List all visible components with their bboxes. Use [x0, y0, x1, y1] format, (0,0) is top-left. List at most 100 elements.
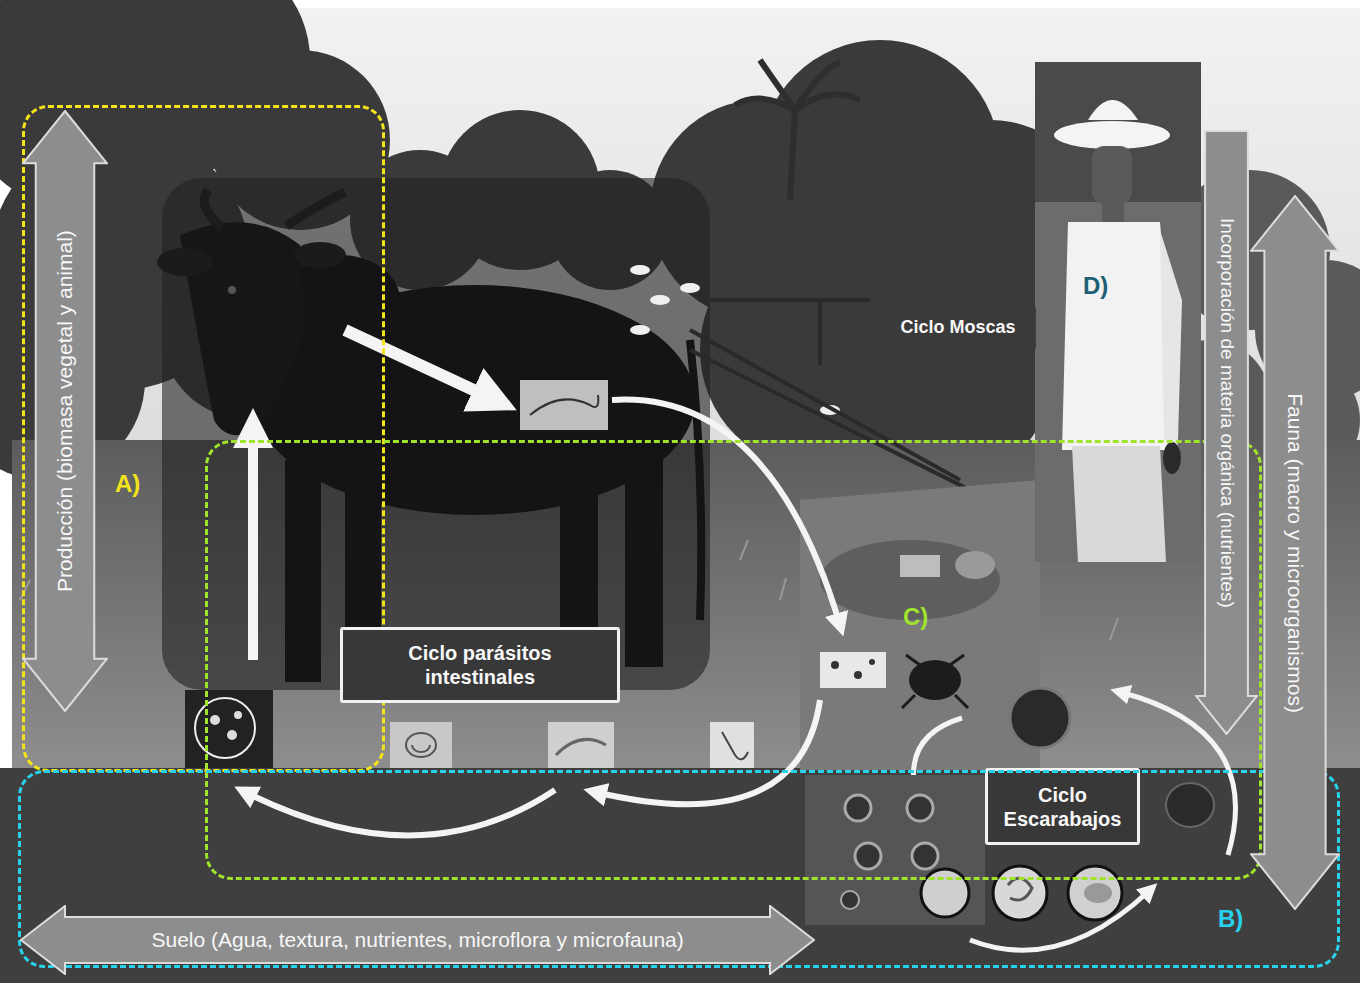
- beetles: [902, 655, 968, 708]
- callout-letter: D): [1083, 272, 1108, 300]
- region-outline: Ciclo parásitos intestinalesCiclo Escara…: [205, 440, 1262, 880]
- cow-photo: [162, 178, 710, 690]
- palm-tree: [790, 110, 795, 200]
- cycle-arrows: [345, 330, 495, 400]
- soil-arrow: Suelo (Agua, textura, nutrientes, microf…: [20, 905, 815, 975]
- parasite-thumbnails: [722, 732, 748, 759]
- beetle-eggs-larvae: [845, 795, 871, 821]
- fly-cycle-lines: [690, 350, 1000, 505]
- flies: [680, 283, 700, 293]
- beetle-eggs-larvae: [907, 795, 933, 821]
- farmer-photo: [1088, 100, 1138, 120]
- cow-photo: [625, 455, 663, 667]
- arrow-label: Suelo (Agua, textura, nutrientes, microf…: [152, 928, 684, 952]
- arrow-label: Incorporación de materia orgánica (nutri…: [1215, 218, 1237, 608]
- parasite-thumbnails: [831, 661, 839, 669]
- cycle-arrows: [245, 790, 555, 836]
- arrow-shape: [1196, 131, 1257, 734]
- cow-photo: [157, 178, 710, 690]
- parasite-thumbnails: [530, 395, 598, 415]
- parasite-thumbnails: [195, 698, 255, 758]
- beetle-eggs-larvae: [841, 891, 859, 909]
- flies: [630, 265, 650, 275]
- beetle-eggs-larvae: [993, 866, 1047, 920]
- arrow-label: Producción (biomasa vegetal y animal): [53, 230, 77, 592]
- beetle-eggs-larvae: [1084, 883, 1112, 903]
- soil-band: [0, 768, 1360, 983]
- beetle-eggs-larvae: [921, 869, 969, 917]
- cow-photo: [294, 242, 346, 268]
- farmer-photo: [1160, 230, 1182, 440]
- farmer-photo: [1072, 446, 1166, 562]
- region-letter: B): [1218, 905, 1243, 933]
- nutrient-arrow: Incorporación de materia orgánica (nutri…: [1195, 130, 1258, 735]
- soil-band: [0, 768, 1360, 983]
- fly-cycle-lines: [818, 300, 822, 365]
- parasite-thumbnails: [390, 722, 452, 768]
- parasite-thumbnails: [820, 652, 886, 688]
- palm-tree: [760, 60, 795, 110]
- dung-pat: [955, 551, 995, 579]
- dung-pat: [900, 555, 940, 577]
- cycle-arrows: [612, 400, 840, 625]
- parasite-thumbnails: [227, 730, 237, 740]
- fauna-arrow: Fauna (macro y microorganismos): [1250, 195, 1340, 910]
- cow-photo: [228, 286, 236, 294]
- region-outline: Producción (biomasa vegetal y animal) A): [22, 105, 385, 772]
- region-outline: Suelo (Agua, textura, nutrientes, microf…: [18, 770, 1340, 968]
- fly-cycle-lines: [700, 298, 870, 302]
- parasite-thumbnails: [234, 711, 242, 719]
- cow-photo: [204, 190, 222, 228]
- region-letter: C): [903, 603, 928, 631]
- cycle-box: Ciclo parásitos intestinales: [340, 627, 620, 703]
- cycle-box: Ciclo Moscas: [880, 306, 1036, 350]
- dung-pat: [800, 480, 1040, 770]
- fly-cycle-lines: [690, 330, 960, 480]
- cycle-title: Ciclo Escarabajos: [988, 783, 1137, 831]
- parasite-thumbnails: [710, 722, 754, 768]
- palm-tree: [795, 62, 840, 110]
- sky: [12, 8, 1360, 770]
- arrow-shape: [23, 111, 107, 711]
- cow-photo: [300, 400, 360, 470]
- callout-holder: D): [1083, 272, 1108, 300]
- palm-tree: [735, 60, 860, 200]
- parasite-thumbnails: [210, 715, 220, 725]
- beetles: [1166, 783, 1214, 827]
- parasite-thumbnails: [406, 733, 436, 757]
- beetle-eggs-larvae: [1008, 878, 1032, 900]
- region-letter: A): [115, 470, 140, 498]
- farmer-photo: [1054, 121, 1170, 149]
- cow-photo: [157, 248, 213, 276]
- parasite-thumbnails: [556, 739, 606, 755]
- farmer-photo: [1092, 146, 1132, 204]
- farmer-photo: [1035, 62, 1201, 562]
- cycle-title: Ciclo parásitos intestinales: [343, 641, 617, 689]
- parasite-thumbnails: [185, 690, 273, 768]
- beetles: [909, 660, 961, 700]
- beetle-eggs-larvae: [912, 843, 938, 869]
- flies: [650, 295, 670, 305]
- beetles: [1010, 688, 1070, 748]
- farmer-photo: [1035, 62, 1201, 562]
- arrow-label: Fauna (macro y microorganismos): [1283, 393, 1307, 713]
- production-arrow: Producción (biomasa vegetal y animal): [22, 110, 108, 712]
- parasite-thumbnails: [185, 380, 886, 768]
- parasite-thumbnails: [520, 380, 608, 430]
- parasite-thumbnails: [548, 722, 614, 768]
- farmer-photo: [1163, 442, 1181, 474]
- cycle-arrows: [595, 700, 820, 804]
- farmer-photo: [1102, 200, 1124, 222]
- flies: [630, 325, 650, 335]
- parasite-thumbnails: [854, 671, 862, 679]
- parasite-thumbnails: [869, 659, 875, 665]
- beetle-eggs-larvae: [805, 775, 985, 925]
- arrow-shape: [1251, 196, 1339, 909]
- arrow-shape: [21, 906, 814, 974]
- cow-photo: [290, 280, 380, 420]
- cow-photo: [690, 340, 701, 620]
- beetle-eggs-larvae: [1068, 866, 1122, 920]
- dung-pat: [800, 480, 1040, 770]
